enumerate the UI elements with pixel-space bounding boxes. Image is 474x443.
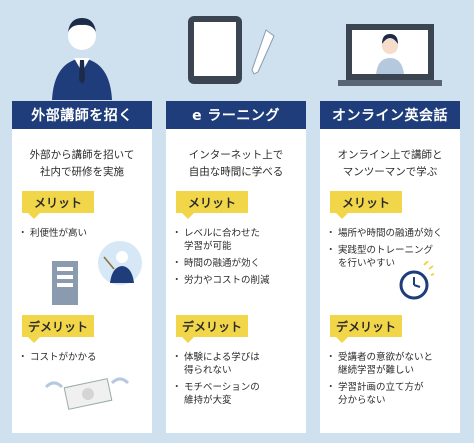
list-item: 学習計画の立て方が 分からない — [326, 381, 454, 407]
demerit-list: コストがかかる — [18, 351, 146, 368]
desc-line: 社内で研修を実施 — [40, 166, 124, 178]
demerit-label: デメリット — [27, 319, 88, 334]
clock-icon — [399, 261, 434, 300]
desc-line: 外部から講師を招いて — [29, 149, 135, 161]
column-external-lecturer: 外部講師を招く 外部から講師を招いて 社内で研修を実施 メリット 利便性が高い … — [12, 0, 152, 443]
list-item: 受講者の意欲がないと 継続学習が難しい — [326, 351, 454, 377]
list-item: モチベーションの 維持が大変 — [172, 381, 300, 407]
laptop-video-call-icon — [338, 24, 442, 86]
column-description: インターネット上で 自由な時間に学べる — [166, 147, 306, 181]
demerit-tag: デメリット — [330, 315, 402, 343]
money-flying-icon — [44, 377, 130, 410]
list-item: 実践型のトレーニング を行いやすい — [326, 244, 454, 270]
column-title: e ラーニング — [166, 101, 306, 129]
desc-line: インターネット上で — [188, 149, 284, 161]
building-icon — [52, 241, 142, 305]
demerit-label: デメリット — [181, 319, 242, 334]
column-card: オンライン上で講師と マンツーマンで学ぶ メリット 場所や時間の融通が効く 実践… — [320, 129, 460, 433]
demerit-label: デメリット — [335, 319, 396, 334]
column-elearning: e ラーニング インターネット上で 自由な時間に学べる メリット レベルに合わせ… — [166, 0, 306, 443]
column-title: 外部講師を招く — [12, 101, 152, 129]
column-description: オンライン上で講師と マンツーマンで学ぶ — [320, 147, 460, 181]
merit-label: メリット — [33, 195, 82, 210]
list-item: 時間の融通が効く — [172, 257, 300, 270]
column-card: 外部から講師を招いて 社内で研修を実施 メリット 利便性が高い デメリット コス… — [12, 129, 152, 433]
merit-label: メリット — [187, 195, 236, 210]
column-online-english: オンライン英会話 オンライン上で講師と マンツーマンで学ぶ メリット 場所や時間… — [320, 0, 460, 443]
column-description: 外部から講師を招いて 社内で研修を実施 — [12, 147, 152, 181]
column-card: インターネット上で 自由な時間に学べる メリット レベルに合わせた 学習が可能 … — [166, 129, 306, 433]
demerit-tag: デメリット — [22, 315, 94, 343]
merit-tag: メリット — [176, 191, 248, 219]
list-item: 体験による学びは 得られない — [172, 351, 300, 377]
tablet-icon — [188, 16, 275, 84]
merit-tag: メリット — [330, 191, 402, 219]
desc-line: マンツーマンで学ぶ — [342, 166, 438, 178]
list-item: 場所や時間の融通が効く — [326, 227, 454, 240]
merit-list: 場所や時間の融通が効く 実践型のトレーニング を行いやすい — [326, 227, 454, 274]
merit-list: レベルに合わせた 学習が可能 時間の融通が効く 労力やコストの削減 — [172, 227, 300, 291]
presenter-person-icon — [52, 18, 112, 100]
merit-tag: メリット — [22, 191, 94, 219]
list-item: コストがかかる — [18, 351, 146, 364]
merit-list: 利便性が高い — [18, 227, 146, 244]
list-item: 利便性が高い — [18, 227, 146, 240]
demerit-list: 体験による学びは 得られない モチベーションの 維持が大変 — [172, 351, 300, 411]
demerit-tag: デメリット — [176, 315, 248, 343]
column-title: オンライン英会話 — [320, 101, 460, 129]
desc-line: 自由な時間に学べる — [188, 166, 284, 178]
list-item: レベルに合わせた 学習が可能 — [172, 227, 300, 253]
desc-line: オンライン上で講師と — [337, 149, 443, 161]
merit-label: メリット — [341, 195, 390, 210]
list-item: 労力やコストの削減 — [172, 274, 300, 287]
stylus-pen-icon — [251, 29, 275, 75]
demerit-list: 受講者の意欲がないと 継続学習が難しい 学習計画の立て方が 分からない — [326, 351, 454, 411]
teacher-bubble-icon — [98, 241, 142, 285]
